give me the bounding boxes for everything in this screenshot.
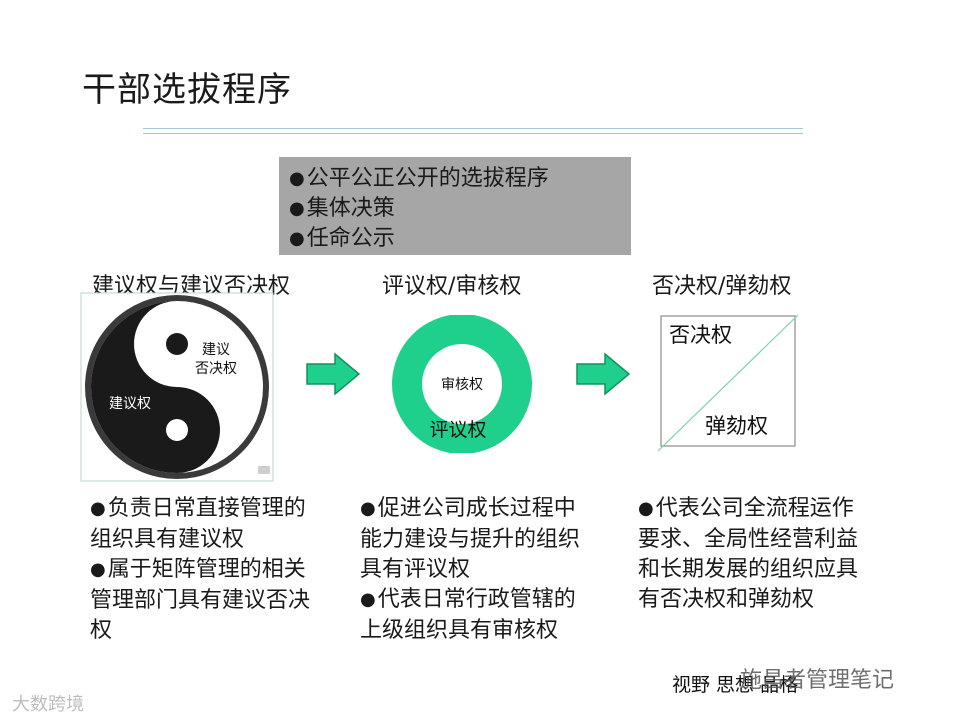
donut-outer-label: 评议权 (429, 419, 486, 441)
column-heading-veto: 否决权/弹劾权 (652, 274, 792, 299)
donut-diagram: 审核权 评议权 (392, 315, 532, 453)
veto-box (660, 315, 796, 447)
principle-item: 公平公正公开的选拔程序 (289, 164, 631, 194)
title-divider-top (143, 128, 803, 129)
arrow-right-icon (306, 352, 361, 396)
footer-signature: 视野 思想 品格 (672, 674, 799, 696)
watermark-left: 大数跨境 (12, 694, 84, 715)
bullets-veto: 代表公司全流程运作要求、全局性经营利益和长期发展的组织应具有否决权和弹劾权 (638, 494, 870, 615)
veto-diagonal (658, 314, 799, 452)
page-title: 干部选拔程序 (82, 70, 292, 110)
arrow-right-icon (576, 352, 631, 396)
yin-yang-diagram: 建议 否决权 建议权 (80, 292, 274, 482)
title-divider-bottom (143, 133, 803, 134)
list-item: 促进公司成长过程中能力建设与提升的组织具有评议权 (360, 494, 592, 585)
principle-item: 集体决策 (289, 194, 631, 224)
white-region-label-line2: 否决权 (195, 361, 237, 377)
bullets-recommend: 负责日常直接管理的组织具有建议权 属于矩阵管理的相关管理部门具有建议否决权 (90, 494, 322, 646)
principles-box: 公平公正公开的选拔程序 集体决策 任命公示 (279, 157, 631, 255)
yin-yang-black-dot (166, 333, 188, 355)
black-region-label: 建议权 (109, 396, 151, 412)
impeach-label: 弹劾权 (705, 414, 768, 438)
arrow-shape-2 (576, 352, 631, 396)
corner-mark (258, 466, 270, 474)
yin-yang-white-dot (166, 419, 188, 441)
veto-box-diagram: 否决权 弹劾权 (658, 314, 799, 452)
donut-hole (422, 344, 502, 424)
principle-item: 任命公示 (289, 224, 631, 254)
list-item: 属于矩阵管理的相关管理部门具有建议否决权 (90, 555, 322, 646)
donut-inner-label: 审核权 (441, 377, 483, 393)
white-region-label-line1: 建议 (202, 342, 230, 358)
bullets-review: 促进公司成长过程中能力建设与提升的组织具有评议权 代表日常行政管辖的上级组织具有… (360, 494, 592, 646)
list-item: 负责日常直接管理的组织具有建议权 (90, 494, 322, 555)
watermark-right: 施昌者管理笔记 (740, 668, 895, 693)
veto-label: 否决权 (669, 323, 732, 347)
column-heading-review: 评议权/审核权 (382, 274, 522, 299)
list-item: 代表日常行政管辖的上级组织具有审核权 (360, 585, 592, 646)
list-item: 代表公司全流程运作要求、全局性经营利益和长期发展的组织应具有否决权和弹劾权 (638, 494, 870, 615)
arrow-shape-1 (306, 352, 361, 396)
